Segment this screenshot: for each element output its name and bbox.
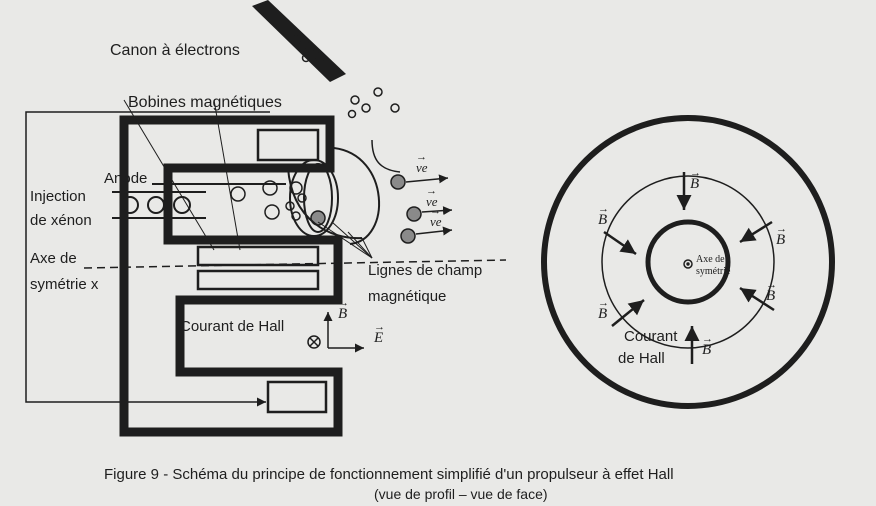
label-symmetry-axis-2: symétrie x xyxy=(30,276,99,293)
ions xyxy=(390,174,453,244)
field-axes xyxy=(307,312,364,353)
vector-b-front-bottom: →B xyxy=(702,333,713,358)
coil-middle-upper xyxy=(196,245,320,267)
vector-b-front-lower-right: →B xyxy=(766,279,777,304)
xenon-atoms xyxy=(230,180,326,226)
label-front-symmetry-axis-2: symétrie xyxy=(696,266,731,277)
label-front-hall-current-1: Courant xyxy=(624,328,678,345)
vector-ve-1: →ve xyxy=(416,151,428,175)
label-xenon-injection-2: de xénon xyxy=(30,212,92,229)
label-front-symmetry-axis-1: Axe de xyxy=(696,254,725,265)
vector-ve-3: →ve xyxy=(430,205,442,229)
inner-ring xyxy=(645,219,731,305)
xenon-pipe xyxy=(112,191,206,219)
vector-b-side: →B xyxy=(338,297,349,322)
vector-b-front-lower-left: →B xyxy=(598,297,609,322)
coil-top xyxy=(256,128,320,162)
figure-caption: Figure 9 - Schéma du principe de fonctio… xyxy=(104,466,674,483)
electron-gun-icon xyxy=(252,0,346,82)
symmetry-axis xyxy=(83,259,507,269)
axis-dot xyxy=(683,259,693,269)
label-anode: Anode xyxy=(104,170,148,187)
front-view xyxy=(541,115,835,409)
field-lines-leaders xyxy=(317,221,373,259)
label-magnetic-coils: Bobines magnétiques xyxy=(128,94,282,111)
coil-wire xyxy=(25,111,270,407)
vector-b-front-right: →B xyxy=(776,223,787,248)
emitted-electrons xyxy=(347,87,400,119)
side-view xyxy=(25,0,507,437)
label-field-lines-1: Lignes de champ xyxy=(368,262,483,279)
vector-e-side: →E xyxy=(374,321,385,346)
label-front-hall-current-2: de Hall xyxy=(618,350,665,367)
label-electron-gun: Canon à électrons xyxy=(110,42,240,59)
channel-ring xyxy=(601,175,775,349)
label-xenon-injection-1: Injection xyxy=(30,188,86,205)
coil-bottom xyxy=(266,380,328,414)
magnetic-core xyxy=(119,115,343,437)
vector-b-front-top: →B xyxy=(690,167,701,192)
vector-b-front-left: →B xyxy=(598,203,609,228)
radial-field-arrows xyxy=(603,172,775,364)
label-symmetry-axis-1: Axe de xyxy=(30,250,77,267)
vector-ve-2: →ve xyxy=(426,185,438,209)
label-field-lines-2: magnétique xyxy=(368,288,447,305)
figure-caption-subtitle: (vue de profil – vue de face) xyxy=(374,486,548,502)
label-hall-current: Courant de Hall xyxy=(180,318,285,335)
outer-ring xyxy=(541,115,835,409)
coil-middle-lower xyxy=(196,269,320,291)
